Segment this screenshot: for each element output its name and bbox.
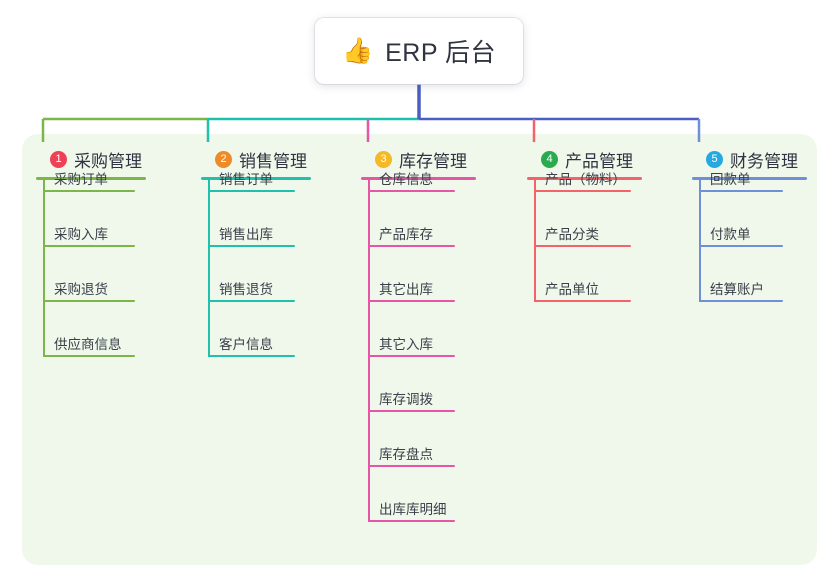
branch-number-badge: 1 [50, 150, 67, 168]
branch-leaf-label: 供应商信息 [54, 337, 122, 352]
branch-header-4[interactable]: 4 产品管理 [527, 146, 642, 172]
branch-leaf-underline [368, 410, 455, 412]
branch-spine [208, 180, 210, 357]
branch-leaf-underline [368, 465, 455, 467]
branch-leaf-label: 采购订单 [54, 172, 108, 187]
branch-number-badge: 4 [541, 150, 558, 168]
branch-leaf-underline [368, 245, 455, 247]
branch-spine [368, 180, 370, 522]
branch-leaf-label: 其它入库 [379, 337, 433, 352]
branch-underline [36, 177, 146, 180]
branch-column-5: 5 财务管理回款单付款单结算账户 [692, 146, 807, 302]
branch-leaf-label: 产品库存 [379, 227, 433, 242]
branch-leaf-underline [368, 520, 455, 522]
branch-number-badge: 5 [706, 150, 723, 168]
branch-title: 库存管理 [399, 151, 467, 171]
branch-leaf-label: 其它出库 [379, 282, 433, 297]
branch-leaf-label: 库存调拨 [379, 392, 433, 407]
branch-leaf-label: 销售出库 [219, 227, 273, 242]
branch-column-2: 2 销售管理销售订单销售出库销售退货客户信息 [201, 146, 311, 357]
branch-header-2[interactable]: 2 销售管理 [201, 146, 311, 172]
branch-leaf-underline [208, 355, 295, 357]
branch-leaf-underline [43, 355, 135, 357]
branch-leaf-label: 销售退货 [219, 282, 273, 297]
branch-leaf-underline [699, 245, 783, 247]
branch-leaf-underline [208, 190, 295, 192]
branch-header-3[interactable]: 3 库存管理 [361, 146, 476, 172]
branch-spine [534, 180, 536, 302]
branch-leaf-label: 产品单位 [545, 282, 599, 297]
branch-underline [527, 177, 642, 180]
branch-leaf-label: 付款单 [710, 227, 751, 242]
branch-underline [692, 177, 807, 180]
root-node[interactable]: 👍 ERP 后台 [315, 18, 523, 84]
branch-column-3: 3 库存管理仓库信息产品库存其它出库其它入库库存调拨库存盘点出库库明细 [361, 146, 476, 522]
branch-leaf-underline [368, 190, 455, 192]
branch-leaf-underline [699, 300, 783, 302]
branch-leaf-label: 客户信息 [219, 337, 273, 352]
branch-title: 财务管理 [730, 151, 798, 171]
branch-leaf-underline [43, 300, 135, 302]
branch-leaf-underline [368, 300, 455, 302]
branch-leaf-underline [534, 245, 631, 247]
branch-leaf-label: 结算账户 [710, 282, 764, 297]
branch-underline [201, 177, 311, 180]
branch-column-4: 4 产品管理产品（物料） 产品分类产品单位 [527, 146, 642, 302]
branch-number-badge: 2 [215, 150, 232, 168]
branch-leaf-underline [43, 245, 135, 247]
thumbs-up-icon: 👍 [341, 36, 374, 65]
branch-header-5[interactable]: 5 财务管理 [692, 146, 807, 172]
branch-spine [43, 180, 45, 357]
branch-title: 销售管理 [239, 151, 307, 171]
branch-leaf-label: 产品（物料） [545, 172, 626, 187]
branch-leaf-label: 仓库信息 [379, 172, 433, 187]
branch-title: 采购管理 [74, 151, 142, 171]
branch-leaf-underline [208, 245, 295, 247]
branch-leaf-label: 库存盘点 [379, 447, 433, 462]
branch-leaf-underline [534, 300, 631, 302]
branch-leaf-underline [43, 190, 135, 192]
branch-number-badge: 3 [375, 150, 392, 168]
branch-leaf-label: 销售订单 [219, 172, 273, 187]
branch-leaf-underline [368, 355, 455, 357]
root-node-label: ERP 后台 [385, 39, 497, 67]
branch-leaf-label: 出库库明细 [379, 502, 447, 517]
branch-underline [361, 177, 476, 180]
branch-leaf-underline [208, 300, 295, 302]
branch-leaf-label: 产品分类 [545, 227, 599, 242]
diagram-panel [22, 134, 817, 565]
branch-leaf-label: 回款单 [710, 172, 751, 187]
branch-leaf-label: 采购入库 [54, 227, 108, 242]
branch-leaf-label: 采购退货 [54, 282, 108, 297]
branch-title: 产品管理 [565, 151, 633, 171]
branch-column-1: 1 采购管理采购订单采购入库采购退货供应商信息 [36, 146, 146, 357]
branch-header-1[interactable]: 1 采购管理 [36, 146, 146, 172]
branch-leaf-underline [699, 190, 783, 192]
branch-leaf-underline [534, 190, 631, 192]
branch-spine [699, 180, 701, 302]
